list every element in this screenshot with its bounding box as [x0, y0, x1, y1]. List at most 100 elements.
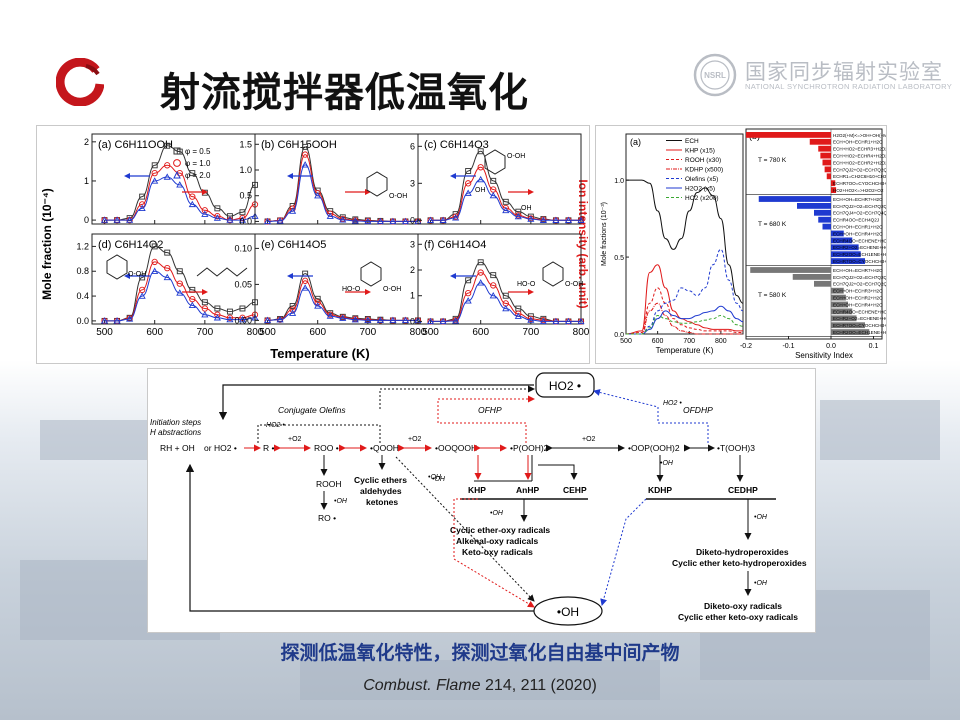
data-point	[477, 175, 485, 183]
series-line	[267, 287, 418, 321]
ooppooh2-label: •OOP(OOH)2	[628, 443, 680, 453]
legend-label: ROOH (x30)	[685, 157, 721, 164]
y-tick-label: 3	[410, 239, 415, 249]
tooh3-label: •T(OOH)3	[717, 443, 755, 453]
products2-line1: Diketo-hydroperoxides	[696, 547, 789, 557]
reaction-label: ECH+OH=ECHR4+H2O	[833, 231, 883, 236]
reaction-label: ECH+HO2=ECHR2+H2O2	[833, 160, 886, 165]
loop-ho2-line	[218, 384, 534, 421]
sensitivity-bar	[831, 287, 844, 294]
y-label: Mole fractions (10⁻³)	[601, 202, 608, 266]
x-tick-label: 600	[309, 327, 326, 338]
data-point	[339, 216, 347, 223]
sensitivity-bar	[797, 203, 831, 209]
oh-small-label: •OH	[490, 510, 504, 517]
legend-marker-circle	[173, 159, 181, 167]
x-tick-label: -0.1	[782, 343, 794, 350]
oh-label: •OH	[557, 605, 579, 619]
sensitivity-bar	[831, 230, 844, 237]
data-point	[376, 316, 384, 324]
reaction-label: ECH+OH=ECHR4+H2O	[833, 302, 883, 307]
data-point	[301, 161, 309, 168]
logo-icon	[56, 58, 104, 106]
legend-label: HO2 (x200)	[685, 195, 719, 202]
data-point	[289, 303, 296, 309]
data-point	[126, 315, 134, 322]
loop-oh-line	[185, 463, 534, 612]
data-point	[314, 299, 321, 306]
reaction-label: HO2+HO2<=>H2O2+O2	[833, 188, 884, 193]
subplot-frame	[417, 233, 582, 325]
oh-small-label: •OH	[428, 474, 442, 481]
y-tick-label: 0	[410, 316, 415, 326]
data-point	[514, 312, 522, 319]
kdhp-label: KDHP	[648, 485, 672, 495]
y-tick-label: 6	[410, 141, 415, 151]
subplot-frame	[417, 133, 582, 225]
axis-arrowhead	[365, 189, 371, 195]
o2-label: +O2	[288, 436, 302, 443]
reaction-label: ECHR2+O2=ECHENE+HO2	[833, 316, 886, 321]
data-point	[364, 217, 372, 225]
data-point	[539, 216, 547, 223]
data-point	[339, 314, 347, 321]
y-tick-label: 0.5	[614, 255, 624, 262]
data-point	[164, 264, 171, 272]
data-point	[502, 198, 509, 205]
radicals1-line2: Alkenal-oxy radicals	[456, 536, 538, 546]
data-point	[201, 210, 209, 217]
data-point	[302, 143, 309, 150]
data-point	[189, 193, 196, 200]
sensitivity-bar	[831, 301, 848, 308]
subplot-label: (d) C6H14O2	[98, 239, 163, 251]
struct-label: HO-O	[517, 281, 536, 288]
ho2-reactant-label: HO2 •	[214, 443, 237, 453]
data-point	[564, 216, 573, 223]
reaction-label: ECH+OH=ECHR2+H2O	[833, 296, 883, 301]
data-point	[552, 216, 560, 223]
y-tick-label: 0.00	[234, 315, 252, 325]
legend-label: φ = 0.5	[185, 147, 211, 156]
axis-arrowhead	[287, 173, 293, 179]
axis-arrowhead	[365, 289, 371, 295]
data-point	[201, 299, 208, 306]
sensitivity-bar	[824, 166, 831, 173]
reaction-label: ECHR4OO=ECH4Q2J	[833, 218, 879, 223]
data-point	[226, 213, 233, 220]
series-line	[104, 164, 256, 221]
data-point	[213, 314, 221, 321]
legend-marker-square	[173, 147, 181, 155]
data-point	[376, 217, 384, 225]
struct-label: O-OH	[389, 193, 407, 200]
y-tick-label: 1	[410, 291, 415, 301]
data-point	[502, 206, 510, 214]
series-line	[626, 179, 744, 304]
x-tick-label: 500	[620, 338, 632, 345]
products2-line2: Cyclic ether keto-hydroperoxides	[672, 558, 807, 568]
data-point	[302, 277, 309, 284]
data-point	[426, 317, 435, 325]
axis-arrowhead	[124, 173, 130, 179]
molecule-e	[360, 261, 382, 287]
reaction-label: ECH+HO2=ECHR3+H2O2	[833, 147, 886, 152]
y-tick-label: 0	[410, 215, 415, 225]
sensitivity-bar	[831, 180, 836, 187]
reaction-label: ECH7QJ2+O2=ECH7Q2QJ	[833, 204, 886, 209]
roo-label: ROO •	[314, 443, 339, 453]
y-tick-label: 0.8	[76, 266, 89, 276]
data-point	[489, 291, 497, 299]
data-point	[239, 209, 246, 216]
x-label: Temperature (K)	[656, 346, 714, 355]
data-point	[139, 274, 146, 281]
reaction-label: ECH+OH=ECHR7+H2O	[833, 268, 883, 273]
oh-small-label: •OH	[660, 460, 674, 467]
struct-label: O-OH	[507, 153, 525, 160]
data-point	[577, 317, 585, 325]
y-tick-label: 0.0	[239, 216, 252, 226]
series-line	[430, 179, 581, 221]
